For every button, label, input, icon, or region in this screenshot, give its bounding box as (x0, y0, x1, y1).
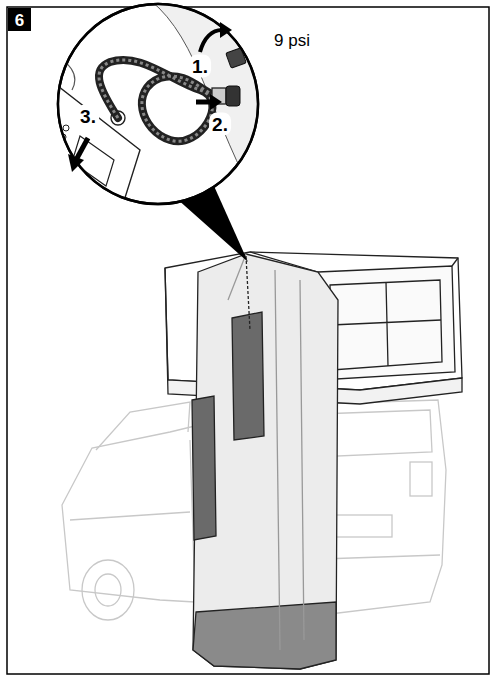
annex-panel (192, 396, 216, 540)
tent-wall (150, 0, 262, 210)
step-number: 6 (15, 12, 24, 29)
action-arrow (76, 138, 88, 160)
window-mullion (331, 282, 441, 366)
pump-button (57, 143, 63, 149)
pump-button (63, 125, 69, 131)
zipper-line (246, 256, 250, 330)
action-arrow (196, 100, 212, 105)
callout-number: 1. (189, 55, 211, 78)
door-line (70, 440, 195, 600)
fabric-fold (228, 254, 304, 650)
pump-handle (48, 55, 75, 90)
arrow-head (210, 94, 222, 110)
pressure-value: 9 psi (274, 32, 310, 49)
tent-window (330, 280, 442, 370)
callout-number: 2. (209, 113, 231, 136)
tent-window-frame (318, 266, 455, 380)
air-pump (30, 86, 140, 220)
annex-skirt (193, 602, 336, 669)
inflation-valve (226, 86, 240, 106)
pump-button (54, 152, 60, 158)
tent-seam (40, 0, 130, 33)
detail-lens (58, 4, 258, 204)
car-windshield (96, 402, 190, 450)
action-arrow (200, 30, 222, 52)
annex-fabric (193, 254, 338, 669)
license-plate (336, 515, 392, 537)
step-badge (8, 8, 31, 31)
detail-content (30, 0, 262, 220)
tail-light (410, 462, 432, 496)
callout-number: 3. (77, 105, 99, 128)
arrow-head (68, 154, 84, 172)
lens-rim (58, 4, 258, 204)
annex-room (192, 254, 338, 669)
arrow-head (220, 22, 232, 38)
wheel-hub (95, 574, 121, 606)
front-wheel (82, 560, 134, 620)
annex-panel (232, 312, 264, 440)
